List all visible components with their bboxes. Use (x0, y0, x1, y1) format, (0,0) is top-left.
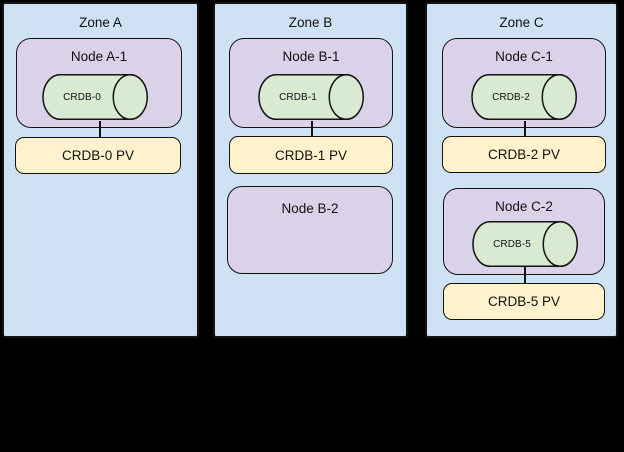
connector-crdb-1-to-pv (311, 121, 313, 137)
crdb-1-pod-label: CRDB-1 (279, 91, 317, 103)
connector-crdb-0-to-pv (99, 121, 101, 138)
connector-crdb-5-to-pv (524, 267, 526, 284)
crdb-5-pv-label: CRDB-5 PV (487, 294, 560, 309)
node-b-2-label: Node B-2 (281, 201, 339, 216)
crdb-5-pod-label: CRDB-5 (493, 238, 531, 250)
crdb-2-pod-label: CRDB-2 (492, 91, 530, 103)
zone-b: Zone B Node B-1 CRDB-1 CRDB-1 PV Node B-… (213, 2, 408, 338)
crdb-0-pod-label: CRDB-0 (63, 91, 101, 103)
node-c-1-label: Node C-1 (495, 49, 553, 64)
zone-c: Zone C Node C-1 CRDB-2 CRDB-2 PV Node C-… (425, 2, 618, 338)
node-c-2: Node C-2 CRDB-5 (443, 188, 605, 275)
crdb-5-pod-cylinder: CRDB-5 (472, 221, 578, 267)
cylinder-shape (471, 74, 577, 120)
node-b-2: Node B-2 (227, 186, 393, 274)
node-b-1-label: Node B-1 (282, 49, 340, 64)
node-b-1: Node B-1 CRDB-1 (229, 38, 393, 128)
node-c-1: Node C-1 CRDB-2 (442, 38, 606, 128)
zone-c-title: Zone C (499, 15, 544, 30)
connector-crdb-2-to-pv (524, 121, 526, 137)
crdb-0-pv-box: CRDB-0 PV (15, 137, 181, 174)
node-a-1-label: Node A-1 (70, 49, 128, 64)
cylinder-shape (42, 74, 148, 120)
crdb-0-pod-cylinder: CRDB-0 (42, 74, 148, 120)
node-c-2-label: Node C-2 (495, 199, 553, 214)
crdb-2-pv-label: CRDB-2 PV (487, 147, 560, 162)
crdb-0-pv-label: CRDB-0 PV (61, 148, 134, 163)
crdb-5-pv-box: CRDB-5 PV (443, 283, 605, 320)
zone-b-title: Zone B (288, 15, 333, 30)
crdb-1-pv-label: CRDB-1 PV (274, 147, 347, 163)
cylinder-shape (472, 221, 578, 267)
zone-a: Zone A Node A-1 CRDB-0 CRDB-0 PV (2, 2, 199, 338)
crdb-2-pod-cylinder: CRDB-2 (471, 74, 577, 120)
crdb-2-pv-box: CRDB-2 PV (442, 136, 606, 173)
zone-a-title: Zone A (79, 15, 122, 30)
crdb-1-pod-cylinder: CRDB-1 (258, 74, 364, 120)
crdb-1-pv-box: CRDB-1 PV (229, 136, 393, 174)
cylinder-shape (258, 74, 364, 120)
node-a-1: Node A-1 CRDB-0 (16, 38, 182, 128)
